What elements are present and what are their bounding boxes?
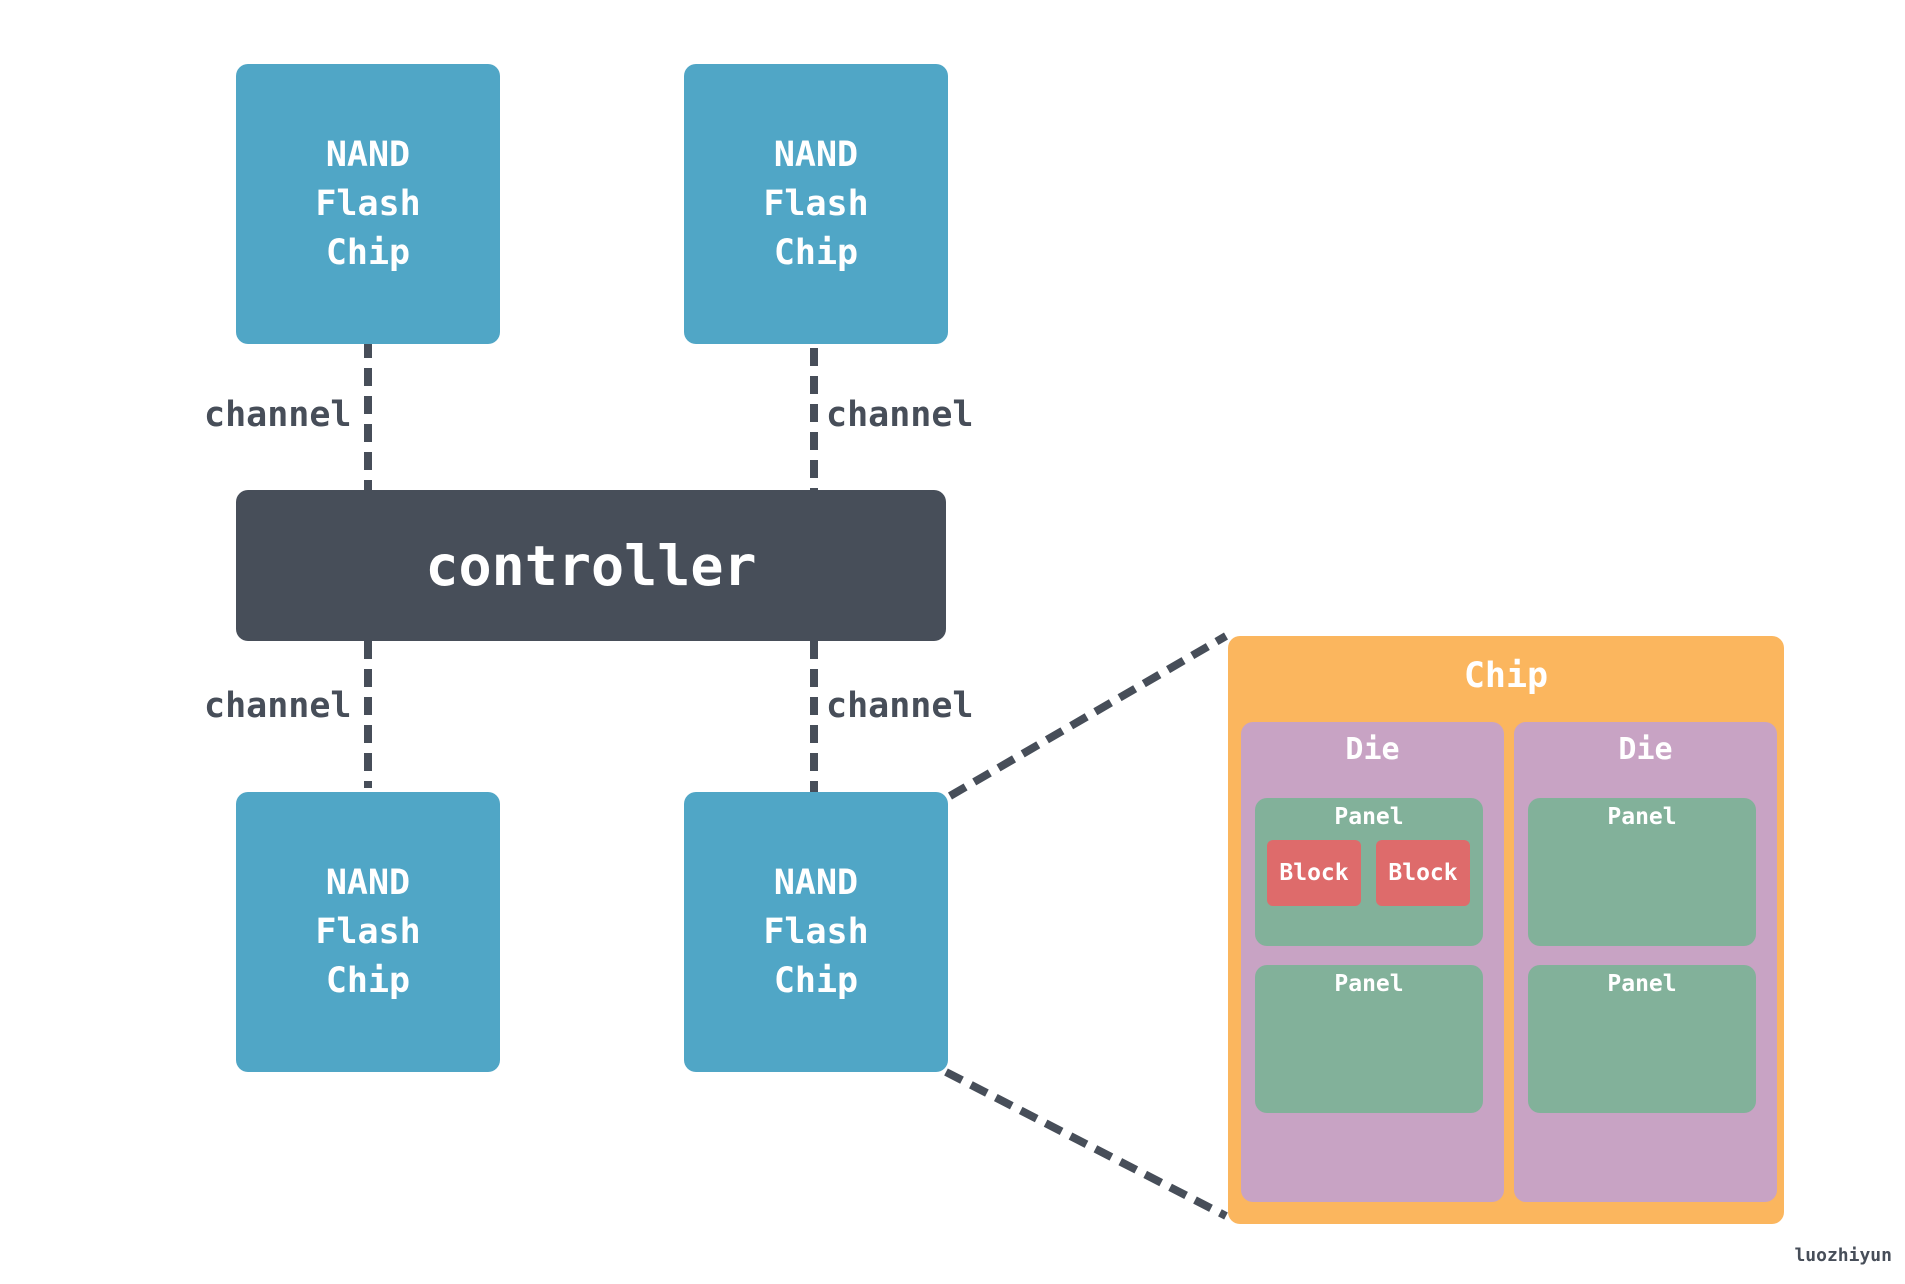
chip-detail-title: Chip <box>1463 656 1549 696</box>
chip-label-line: Flash <box>315 183 421 224</box>
panel-right-bottom: Panel <box>1528 965 1756 1113</box>
chip-label-line: Flash <box>763 911 869 952</box>
chip-label-line: NAND <box>773 862 859 903</box>
channel-label-bottom-left: channel <box>204 686 352 726</box>
nand-flash-chip-bottom-left: NAND Flash Chip <box>236 792 500 1072</box>
chip-label-line: NAND <box>773 134 859 175</box>
block: Block <box>1376 840 1470 906</box>
panel-title: Panel <box>1607 971 1677 997</box>
channel-label-top-right: channel <box>826 395 974 435</box>
die-title: Die <box>1345 732 1400 767</box>
controller-box: controller <box>236 490 946 641</box>
channel-label-top-left: channel <box>204 395 352 435</box>
chip-label-line: NAND <box>325 862 411 903</box>
nand-flash-chip-top-right: NAND Flash Chip <box>684 64 948 344</box>
die-right: Die Panel Panel <box>1514 722 1777 1202</box>
panel-left-top: Panel Block Block <box>1255 798 1483 946</box>
die-title: Die <box>1618 732 1673 767</box>
die-left: Die Panel Block Block Panel <box>1241 722 1504 1202</box>
panel-left-bottom: Panel <box>1255 965 1483 1113</box>
channel-label-bottom-right: channel <box>826 686 974 726</box>
chip-label-line: Chip <box>325 232 411 273</box>
controller-label: controller <box>425 533 757 598</box>
chip-label-line: Flash <box>763 183 869 224</box>
nand-flash-chip-top-left: NAND Flash Chip <box>236 64 500 344</box>
zoom-line-top <box>947 632 1229 800</box>
block: Block <box>1267 840 1361 906</box>
chip-label-line: NAND <box>325 134 411 175</box>
author-watermark: luozhiyun <box>1794 1245 1892 1266</box>
chip-detail: Chip Die Panel Block Block Panel Die Pan… <box>1228 636 1784 1224</box>
chip-label-line: Flash <box>315 911 421 952</box>
chip-label-line: Chip <box>325 960 411 1001</box>
nand-flash-chip-bottom-right: NAND Flash Chip <box>684 792 948 1072</box>
chip-label-line: Chip <box>773 232 859 273</box>
panel-right-top: Panel <box>1528 798 1756 946</box>
panel-title: Panel <box>1334 804 1404 830</box>
panel-title: Panel <box>1334 971 1404 997</box>
panel-title: Panel <box>1607 804 1677 830</box>
zoom-line-bottom <box>944 1068 1228 1220</box>
chip-label-line: Chip <box>773 960 859 1001</box>
